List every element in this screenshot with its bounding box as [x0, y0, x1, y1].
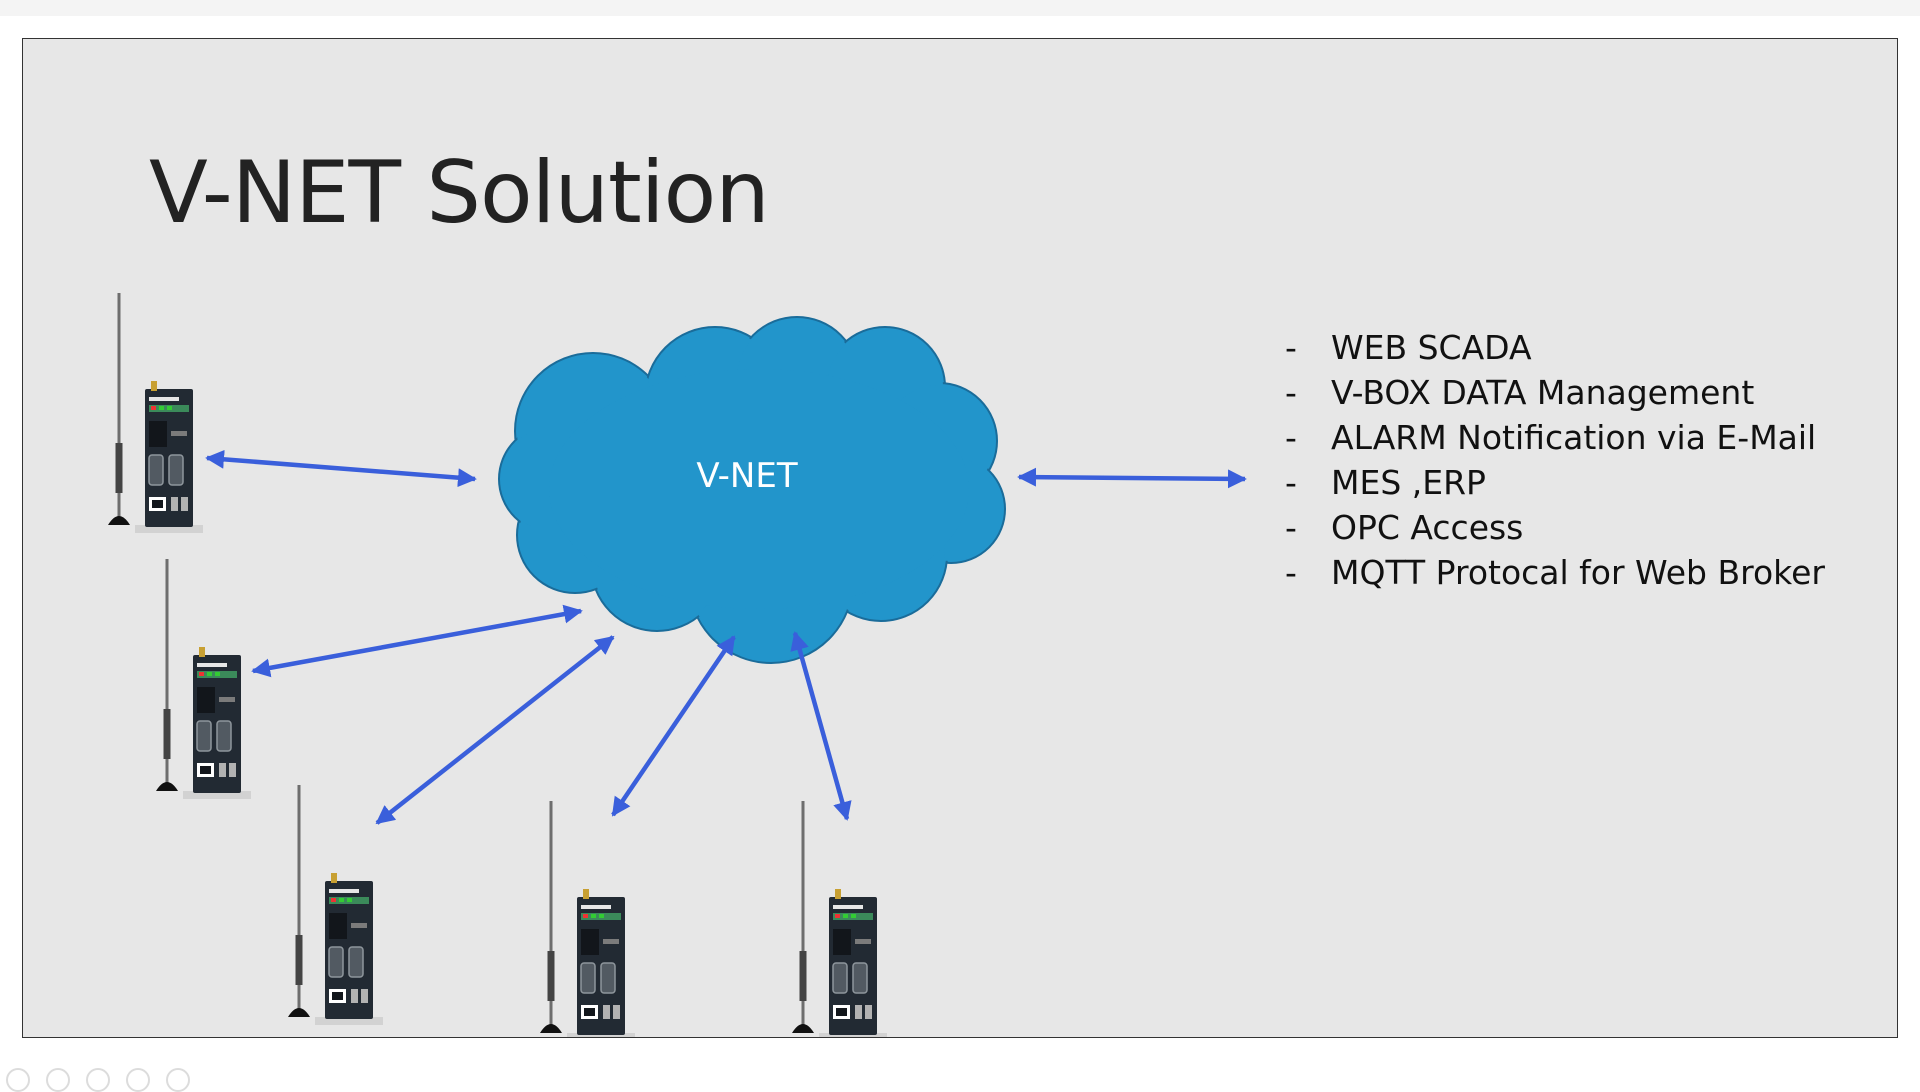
- v-box-device-3: [286, 783, 385, 1027]
- arrow-device-5: [790, 631, 852, 821]
- slide: V-NET Solution: [22, 38, 1898, 1038]
- slide-title: V-NET Solution: [149, 143, 770, 243]
- feature-item: - ALARM Notification via E-Mail: [1285, 415, 1825, 460]
- presentation-toolbar: [0, 1062, 600, 1092]
- feature-text: V-BOX DATA Management: [1331, 373, 1755, 412]
- v-box-device-4: [538, 799, 637, 1037]
- feature-item: - MES ,ERP: [1285, 460, 1825, 505]
- arrow-device-4: [611, 635, 736, 817]
- feature-item: - WEB SCADA: [1285, 325, 1825, 370]
- feature-list: - WEB SCADA - V-BOX DATA Management - AL…: [1285, 325, 1825, 595]
- arrow-device-1: [205, 449, 477, 488]
- bullet-dash: -: [1285, 418, 1297, 457]
- slides-icon[interactable]: [86, 1068, 110, 1092]
- network-diagram: V-NET: [106, 291, 1247, 1037]
- feature-text: ALARM Notification via E-Mail: [1331, 418, 1817, 457]
- v-box-gateway-icon: [790, 799, 889, 1037]
- bullet-dash: -: [1285, 553, 1297, 592]
- bullet-dash: -: [1285, 463, 1297, 502]
- v-box-gateway-icon: [106, 291, 205, 535]
- v-box-device-2: [154, 557, 253, 801]
- feature-item: - OPC Access: [1285, 505, 1825, 550]
- feature-text: WEB SCADA: [1331, 328, 1532, 367]
- arrow-services: [1017, 467, 1247, 489]
- v-box-gateway-icon: [154, 557, 253, 801]
- zoom-icon[interactable]: [126, 1068, 150, 1092]
- more-icon[interactable]: [166, 1068, 190, 1092]
- feature-item: - MQTT Protocal for Web Broker: [1285, 550, 1825, 595]
- bullet-dash: -: [1285, 328, 1297, 367]
- cloud-label: V-NET: [696, 456, 797, 496]
- v-box-device-5: [790, 799, 889, 1037]
- play-icon[interactable]: [6, 1068, 30, 1092]
- arrow-device-2: [251, 604, 583, 678]
- top-strip: [0, 0, 1920, 16]
- v-box-gateway-icon: [538, 799, 637, 1037]
- bullet-dash: -: [1285, 373, 1297, 412]
- v-box-gateway-icon: [286, 783, 385, 1027]
- feature-item: - V-BOX DATA Management: [1285, 370, 1825, 415]
- bullet-dash: -: [1285, 508, 1297, 547]
- feature-text: OPC Access: [1331, 508, 1524, 547]
- pen-icon[interactable]: [46, 1068, 70, 1092]
- feature-text: MQTT Protocal for Web Broker: [1331, 553, 1825, 592]
- v-box-device-1: [106, 291, 205, 535]
- v-net-cloud: V-NET: [498, 316, 1006, 664]
- feature-text: MES ,ERP: [1331, 463, 1486, 502]
- arrow-device-3: [375, 635, 615, 825]
